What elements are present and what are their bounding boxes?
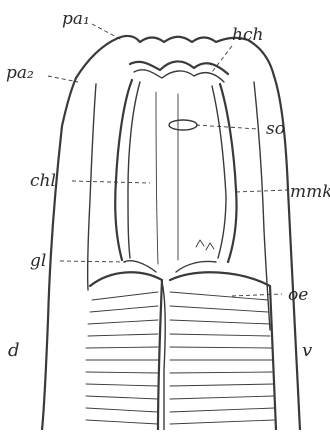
- label-gl: gl: [30, 251, 46, 271]
- label-oe: oe: [288, 285, 308, 305]
- leader-gl: [60, 261, 126, 262]
- leader-so: [196, 125, 258, 129]
- head-chitin-rim-inner: [134, 70, 224, 82]
- central-line-left: [156, 92, 158, 264]
- leader-chl: [72, 181, 150, 183]
- small-mark-2: [206, 243, 214, 250]
- body-left-edge: [42, 78, 76, 430]
- label-chl: chl: [30, 171, 56, 191]
- oesophagus-lumen: [162, 282, 165, 430]
- lip-inner-left: [88, 84, 96, 290]
- leader-pa1: [92, 24, 122, 40]
- label-so: so: [266, 119, 285, 139]
- label-d: d: [8, 340, 20, 361]
- striations-right: [170, 292, 274, 424]
- small-mark-1: [196, 240, 204, 247]
- leader-oe: [232, 294, 282, 296]
- label-v: v: [302, 340, 312, 361]
- label-mmk: mmk: [290, 182, 330, 202]
- sense-organ-oval: [169, 120, 197, 130]
- head-chitin-rim: [130, 61, 228, 74]
- buccal-wall-right-inner: [212, 86, 226, 258]
- gland-right: [176, 261, 216, 272]
- buccal-wall-left-inner: [128, 82, 140, 258]
- buccal-wall-left: [115, 80, 132, 260]
- gland-left: [124, 261, 156, 272]
- leader-pa2: [48, 76, 78, 82]
- label-pa2: pa₂: [6, 63, 34, 83]
- label-pa1: pa₁: [62, 9, 90, 29]
- label-hch: hch: [232, 25, 263, 45]
- striations-left: [86, 292, 158, 424]
